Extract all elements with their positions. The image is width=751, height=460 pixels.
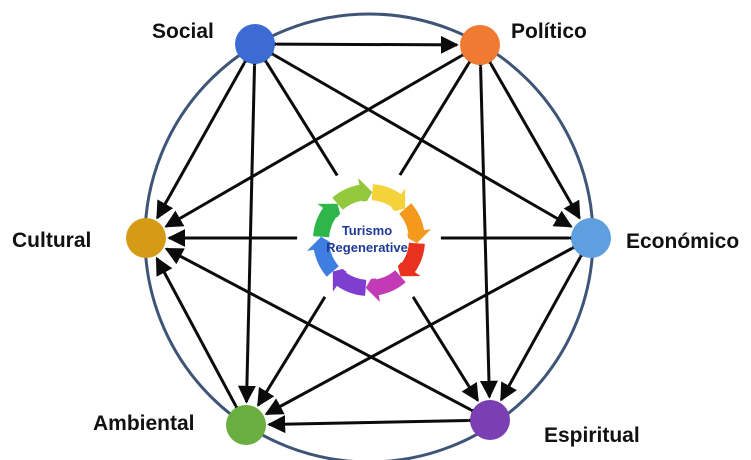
arrow-politico-espiritual xyxy=(471,50,498,399)
center-title-line2: Regenerative xyxy=(326,240,408,255)
cycle-arrow-segment xyxy=(332,178,373,210)
arrow-politico-economico xyxy=(475,45,581,220)
arrow-ambiental-cultural xyxy=(155,256,252,425)
arrow-social-ambiental xyxy=(237,49,264,404)
arrow-social-cultural xyxy=(155,44,260,220)
cycle-arrow-segment xyxy=(332,267,367,296)
node-espiritual xyxy=(470,400,510,440)
label-ambiental: Ambiental xyxy=(93,412,195,435)
label-espiritual: Espiritual xyxy=(544,424,640,447)
arrow-espiritual-ambiental xyxy=(267,411,485,434)
arrow-politico-cultural xyxy=(164,40,480,228)
label-cultural: Cultural xyxy=(12,229,92,252)
label-economico: Económico xyxy=(626,230,740,253)
node-social xyxy=(235,24,275,64)
arrow-social-politico xyxy=(260,35,459,54)
cycle-arrow-segment xyxy=(307,236,339,277)
node-cultural xyxy=(126,218,166,258)
node-economico xyxy=(571,218,611,258)
cycle-arrow-segment xyxy=(371,184,406,213)
label-social: Social xyxy=(152,20,214,43)
center-title-line1: Turismo xyxy=(342,223,392,238)
cycle-arrow-segment xyxy=(365,270,406,302)
center-inner-disc xyxy=(330,201,408,279)
center-cycle-icon xyxy=(297,168,441,312)
node-ambiental xyxy=(226,405,266,445)
node-politico xyxy=(460,25,500,65)
node-circles xyxy=(126,24,611,445)
cycle-arrow-segment xyxy=(399,203,431,244)
cycle-arrow-segment xyxy=(313,203,342,238)
label-politico: Político xyxy=(511,20,587,43)
cycle-arrow-segment xyxy=(396,242,425,277)
